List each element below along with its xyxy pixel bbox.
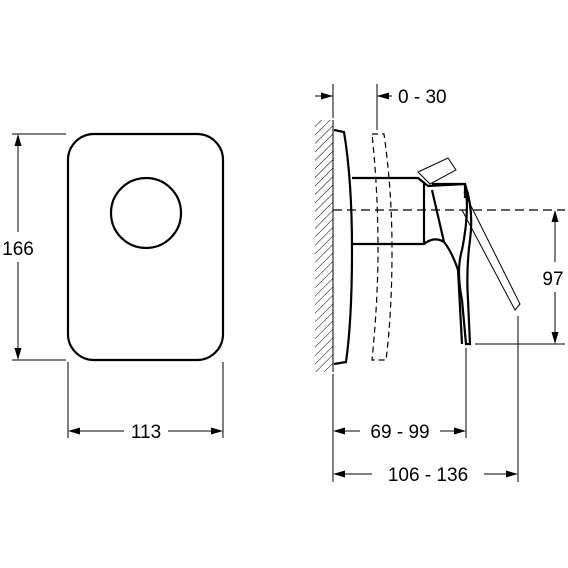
lever-height-dimension: 97	[475, 210, 565, 345]
lever-handle	[432, 182, 473, 346]
offset-dimension: 0 - 30	[315, 84, 447, 130]
wall-hatch	[315, 120, 333, 372]
lever-height-dimension-label: 97	[542, 269, 563, 290]
height-dimension-label: 166	[2, 239, 34, 260]
body-depth-dimension-label: 69 - 99	[370, 422, 429, 443]
total-depth-dimension-label: 106 - 136	[388, 465, 468, 486]
width-dimension-label: 113	[131, 422, 161, 443]
lever-handle-front	[430, 189, 464, 345]
faceplate-alt-position	[371, 133, 393, 361]
body-depth-dimension: 69 - 99	[332, 348, 467, 482]
width-dimension: 113	[67, 362, 224, 443]
total-depth-dimension: 106 - 136	[333, 316, 519, 486]
faceplate-outline	[66, 132, 225, 362]
side-view: 0 - 30 97 69 - 99 106	[315, 84, 565, 486]
lever-alt-position	[417, 157, 457, 185]
valve-body-lower	[352, 238, 445, 246]
front-view: 166 113	[2, 132, 225, 443]
offset-dimension-label: 0 - 30	[398, 87, 447, 108]
valve-body	[352, 176, 467, 198]
control-knob-circle	[109, 176, 183, 250]
height-dimension: 166	[2, 133, 66, 361]
faceplate-side-profile	[333, 128, 354, 366]
lever-alt-arm	[461, 191, 521, 311]
